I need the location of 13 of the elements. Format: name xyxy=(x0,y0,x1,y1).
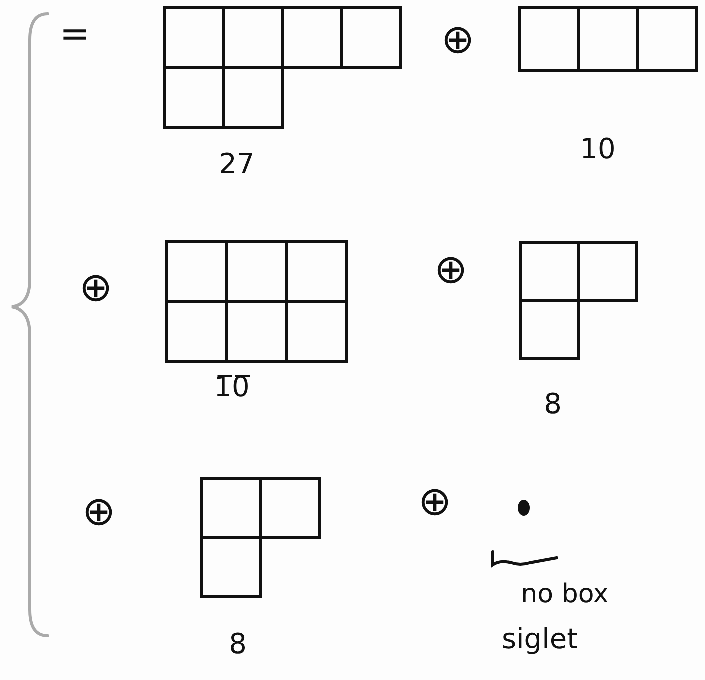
direct-sum-symbol: ⊕ xyxy=(418,480,452,524)
equals-sign: = xyxy=(60,15,90,55)
annotation-text: no box xyxy=(521,580,609,610)
dimension-label: 27 xyxy=(219,150,255,180)
direct-sum-symbol: ⊕ xyxy=(434,248,468,292)
annotation-text: siglet xyxy=(502,624,578,656)
dimension-label: 10 xyxy=(580,134,616,166)
dimension-label: 8 xyxy=(229,630,247,660)
direct-sum-symbol: ⊕ xyxy=(79,266,113,310)
dimension-label: 1̅0̅ xyxy=(214,372,250,404)
direct-sum-symbol: ⊕ xyxy=(441,18,475,62)
dimension-label: 8 xyxy=(544,390,562,420)
direct-sum-symbol: ⊕ xyxy=(82,490,116,534)
